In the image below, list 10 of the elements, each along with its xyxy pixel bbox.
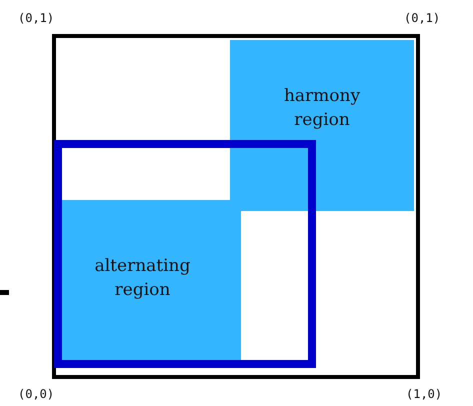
square-outline	[52, 34, 420, 379]
rectangle-outline	[54, 140, 316, 368]
harmony-region	[230, 40, 414, 211]
region-label: harmony region	[282, 85, 362, 132]
region-label: alternating region	[94, 255, 192, 302]
alternating-region	[62, 200, 241, 360]
corner-coordinate: (0,1)	[404, 11, 440, 25]
corner-coordinate: (1,0)	[406, 387, 442, 401]
corner-coordinate: (0,0)	[18, 387, 54, 401]
corner-coordinate: (0,1)	[18, 11, 54, 25]
